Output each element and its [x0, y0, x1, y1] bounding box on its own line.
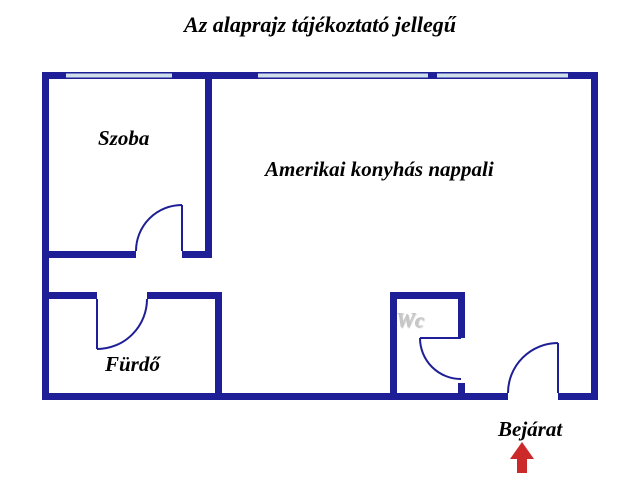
- wall-szoba-bottom-right: [182, 251, 212, 258]
- wall-bath-right: [215, 292, 222, 400]
- wall-wc-right-upper: [458, 292, 465, 338]
- window-icon: [437, 73, 568, 78]
- room-label-furdo: Fürdő: [105, 352, 160, 376]
- wall-wc-right-lower: [458, 383, 465, 400]
- windows: [66, 73, 568, 78]
- window-icon: [66, 73, 172, 78]
- wall-bath-top-left: [42, 292, 97, 299]
- entrance-label: Bejárat: [498, 417, 563, 441]
- window-icon: [258, 73, 428, 78]
- wall-bottom-right: [558, 393, 598, 400]
- wall-bottom-left: [42, 393, 508, 400]
- interior-walls: [42, 72, 465, 400]
- wall-szoba-bottom-left: [42, 251, 136, 258]
- wall-szoba-right: [205, 72, 212, 258]
- door-arc-entrance: [507, 342, 559, 394]
- wall-bath-top-right: [147, 292, 222, 299]
- plan-disclaimer-title: Az alaprajz tájékoztató jellegű: [184, 12, 456, 37]
- room-label-szoba: Szoba: [98, 126, 150, 150]
- up-arrow-icon: [510, 442, 534, 459]
- wall-wc-top: [390, 292, 465, 299]
- room-label-nappali: Amerikai konyhás nappali: [265, 157, 494, 181]
- room-label-wc: Wc: [396, 308, 424, 332]
- wall-wc-left: [390, 292, 397, 400]
- doors: [96, 204, 559, 394]
- door-arc-wc: [419, 337, 462, 380]
- wall-right: [591, 72, 598, 400]
- door-arc-szoba: [135, 204, 183, 252]
- up-arrow-shaft: [517, 457, 527, 473]
- outer-walls: [42, 72, 598, 400]
- door-arc-furdo: [96, 298, 148, 350]
- wall-left: [42, 72, 49, 400]
- entrance-arrow-icon: [510, 442, 534, 473]
